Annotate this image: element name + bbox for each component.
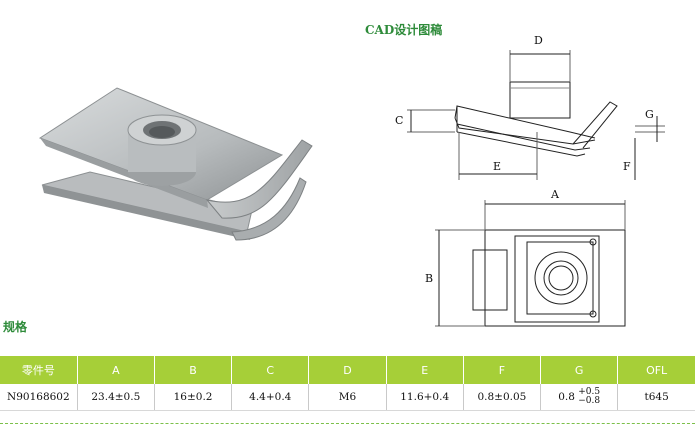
spec-table-header: 零件号 A B C D E F G OFL (0, 356, 695, 384)
cell-part-no: N90168602 (0, 384, 78, 411)
dim-label-B: B (425, 272, 433, 285)
cell-E: 11.6+0.4 (385, 384, 464, 411)
section-divider (0, 423, 695, 424)
dim-label-A: A (550, 188, 560, 201)
top-view-drawing (435, 200, 626, 327)
dim-label-C: C (395, 114, 403, 127)
col-header-C: C (231, 356, 309, 384)
dim-label-E: E (493, 160, 501, 173)
col-header-E: E (385, 356, 464, 384)
col-header-OFL: OFL (617, 356, 695, 384)
col-header-B: B (153, 356, 232, 384)
dim-label-D: D (534, 34, 543, 47)
spec-table: 零件号 A B C D E F G OFL N90168602 23.4±0.5… (0, 356, 695, 411)
cad-drawings: D C E F G A B (395, 34, 665, 327)
cell-G-upper: +0.5 (578, 387, 601, 397)
side-view-drawing (407, 50, 665, 180)
dim-label-G: G (645, 108, 654, 121)
cell-G-tolerance: +0.5 −0.8 (578, 388, 600, 406)
cell-G: 0.8 +0.5 −0.8 (540, 384, 618, 411)
cell-OFL: t645 (617, 384, 695, 411)
col-header-part-no: 零件号 (0, 356, 78, 384)
col-header-A: A (76, 356, 155, 384)
table-row: N90168602 23.4±0.5 16±0.2 4.4+0.4 M6 11.… (0, 384, 695, 411)
col-header-G: G (540, 356, 618, 384)
spec-section-title: 规格 (3, 320, 28, 334)
cad-drawing-title: CAD设计图稿 (365, 23, 443, 37)
dim-label-F: F (623, 160, 631, 173)
cell-F: 0.8±0.05 (462, 384, 541, 411)
col-header-F: F (462, 356, 541, 384)
cell-C: 4.4+0.4 (231, 384, 309, 411)
cell-G-lower: −0.8 (578, 396, 601, 406)
cell-A: 23.4±0.5 (76, 384, 155, 411)
cell-B: 16±0.2 (153, 384, 232, 411)
product-photo (38, 87, 313, 241)
col-header-D: D (308, 356, 387, 384)
cell-D: M6 (308, 384, 387, 411)
cell-G-base: 0.8 (558, 391, 575, 403)
